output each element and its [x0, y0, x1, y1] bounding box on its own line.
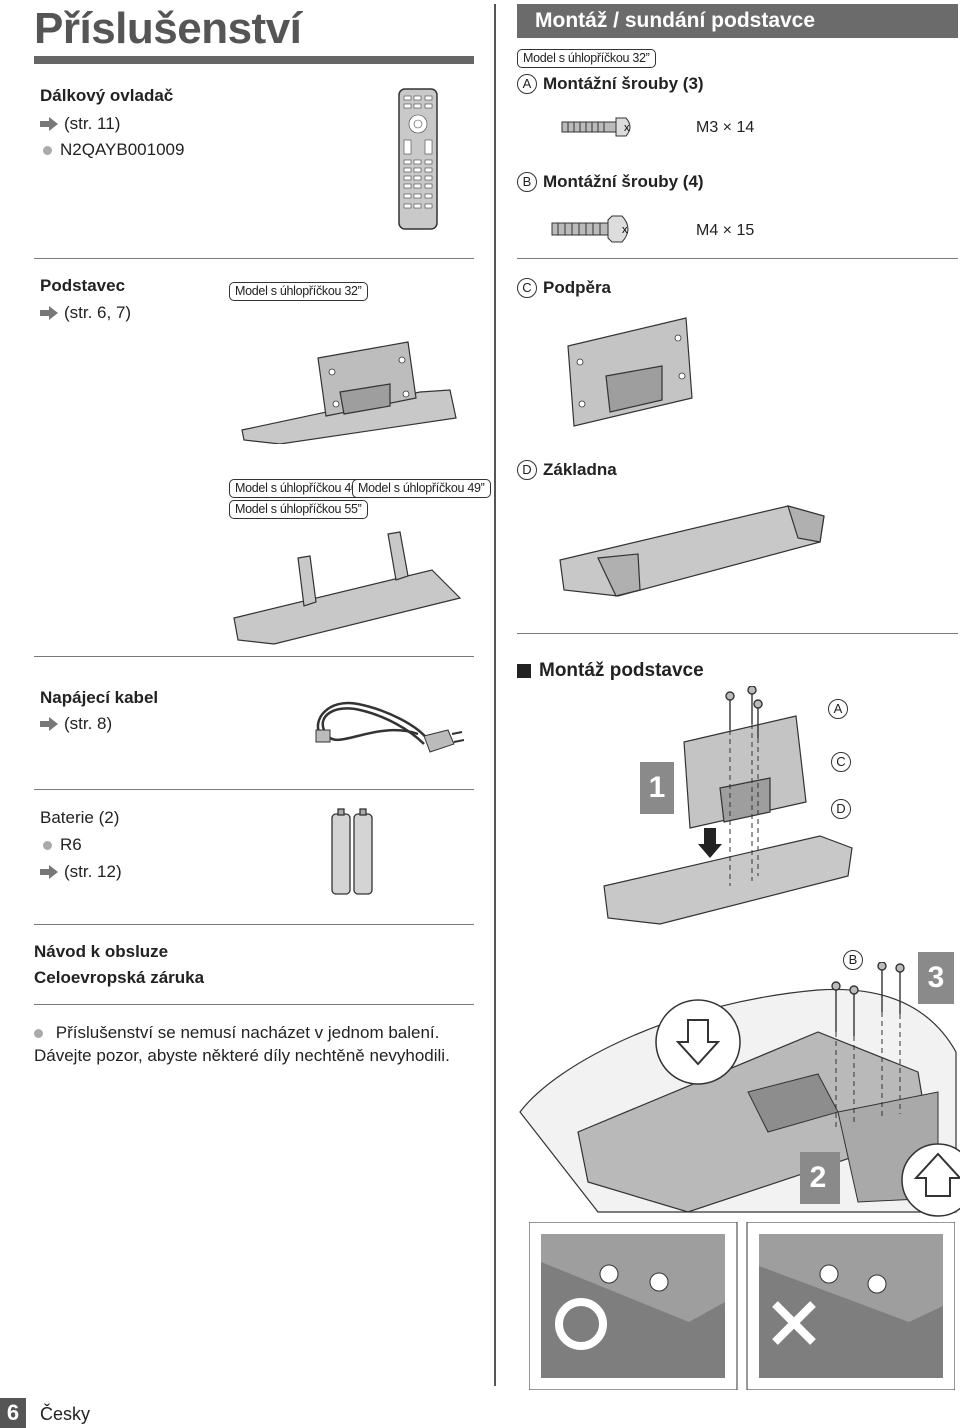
manual-heading: Návod k obsluze [34, 942, 169, 961]
arrow-right-icon [40, 306, 58, 320]
screws-b-size: M4 × 15 [696, 222, 755, 239]
bracket-illustration [567, 317, 693, 427]
power-cable-ref-text: (str. 8) [64, 714, 113, 733]
batteries-type: R6 [40, 835, 82, 855]
divider [34, 924, 474, 925]
language-label: Česky [40, 1404, 91, 1424]
note: Příslušenství se nemusí nacházet v jedno… [34, 1021, 464, 1067]
stand-32-illustration [241, 341, 457, 444]
callout-c-assembly: C [831, 752, 857, 772]
remote-heading: Dálkový ovladač [40, 86, 174, 105]
arrow-right-icon [40, 865, 58, 879]
screws-a-label: A Montážní šrouby (3) [517, 74, 704, 94]
column-divider [494, 4, 496, 1386]
screws-b-text: Montážní šrouby (4) [543, 172, 704, 191]
power-cable-illustration [315, 701, 464, 753]
base-text: Základna [543, 460, 617, 479]
model-tag-32: Model s úhlopříčkou 32” [229, 282, 368, 301]
screw-b-illustration: x [551, 215, 629, 243]
assembly-heading: Montáž podstavce [517, 660, 704, 682]
model-tag-40: Model s úhlopříčkou 40” [229, 479, 368, 498]
model-tag-55: Model s úhlopříčkou 55” [229, 500, 368, 519]
warranty-heading: Celoevropská záruka [34, 968, 205, 987]
batteries-illustration [331, 808, 373, 895]
remote-ref-text: (str. 11) [64, 114, 121, 133]
stand-heading: Podstavec [40, 276, 126, 295]
batteries-ref-text: (str. 12) [64, 862, 122, 881]
callout-d-assembly: D [831, 799, 857, 819]
step-3-box: 3 [918, 952, 954, 1004]
model-tag-49: Model s úhlopříčkou 49” [352, 479, 491, 498]
batteries-heading: Baterie (2) [40, 808, 120, 827]
stand-ref: (str. 6, 7) [40, 303, 131, 323]
batteries-type-text: R6 [60, 835, 82, 854]
arrow-right-icon [40, 117, 58, 131]
callout-b-text: B [843, 950, 863, 970]
page-number: 6 [0, 1398, 26, 1428]
bullet-icon [34, 1029, 43, 1039]
bracket-text: Podpěra [543, 278, 612, 297]
divider [517, 258, 958, 259]
model-tag-32: Model s úhlopříčkou 32” [517, 49, 656, 68]
step-1-box: 1 [640, 762, 674, 814]
callout-c-text: C [831, 752, 851, 772]
divider [34, 789, 474, 790]
screw-a-illustration: x [561, 117, 631, 137]
remote-control-illustration [398, 88, 438, 230]
bullet-icon [43, 145, 52, 155]
callout-d-text: D [831, 799, 851, 819]
divider [34, 258, 474, 259]
square-bullet-icon [517, 664, 531, 678]
base-illustration [559, 505, 825, 597]
base-label: D Základna [517, 460, 617, 480]
assembly-heading-text: Montáž podstavce [539, 660, 704, 681]
callout-c: C [517, 278, 537, 298]
page-title: Příslušenství [34, 4, 302, 53]
stand-40-55-illustration [233, 531, 462, 645]
bullet-icon [43, 840, 52, 850]
remote-model: N2QAYB001009 [40, 140, 184, 160]
screws-a-text: Montážní šrouby (3) [543, 74, 704, 93]
callout-d: D [517, 460, 537, 480]
divider [517, 633, 958, 634]
divider [34, 656, 474, 657]
remote-ref: (str. 11) [40, 114, 120, 134]
power-cable-ref: (str. 8) [40, 714, 112, 734]
mounting-banner: Montáž / sundání podstavce [517, 4, 958, 38]
callout-a-text: A [828, 699, 848, 719]
divider [34, 1004, 474, 1005]
callout-b: B [517, 172, 537, 192]
stand-ref-text: (str. 6, 7) [64, 303, 132, 322]
tv-back-assembly-illustration [519, 962, 960, 1217]
callout-a-assembly: A [828, 699, 854, 719]
note-text: Příslušenství se nemusí nacházet v jedno… [34, 1023, 450, 1065]
step-2-box: 2 [800, 1152, 836, 1204]
step-1-assembly-illustration [603, 686, 853, 925]
bracket-label: C Podpěra [517, 278, 611, 298]
callout-b-assembly: B [843, 950, 869, 970]
screws-b-label: B Montážní šrouby (4) [517, 172, 704, 192]
screws-a-size: M3 × 14 [696, 119, 755, 136]
title-underline [34, 56, 474, 64]
correct-incorrect-insets [529, 1222, 955, 1390]
batteries-ref: (str. 12) [40, 862, 122, 882]
power-cable-heading: Napájecí kabel [40, 688, 159, 707]
svg-text:x: x [622, 224, 628, 236]
remote-model-text: N2QAYB001009 [60, 140, 185, 159]
correct-icon [555, 1298, 607, 1350]
incorrect-icon [772, 1301, 816, 1345]
svg-text:x: x [624, 122, 630, 134]
callout-a: A [517, 74, 537, 94]
arrow-right-icon [40, 717, 58, 731]
